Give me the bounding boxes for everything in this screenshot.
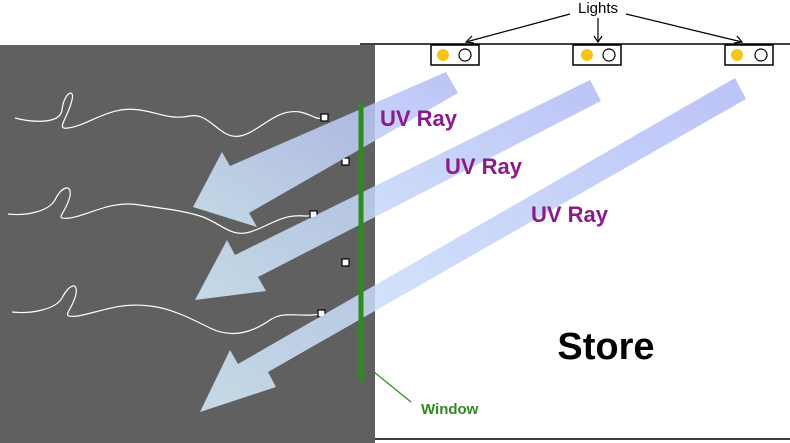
uv-ray-arrow — [200, 78, 746, 412]
fiber-end-marker — [320, 113, 329, 122]
fabric-fiber-icon — [7, 92, 321, 335]
light-fixture-icon — [430, 44, 480, 66]
window-pointer — [373, 371, 412, 403]
uv-ray-label: UV Ray — [380, 106, 458, 131]
uv-ray-label: UV Ray — [531, 202, 609, 227]
uv-ray-arrow — [195, 80, 601, 300]
window-label: Window — [421, 401, 479, 418]
fiber-end-marker — [341, 157, 350, 166]
lights-label: Lights — [578, 0, 618, 17]
light-fixture-icon — [724, 44, 774, 66]
light-fixture-icon — [572, 44, 622, 66]
uv-ray-arrow — [193, 72, 458, 227]
fiber-end-marker — [341, 258, 350, 267]
uv-ray-label: UV Ray — [445, 154, 523, 179]
lights-pointer-arrows — [464, 13, 744, 44]
store-label: Store — [557, 326, 654, 368]
